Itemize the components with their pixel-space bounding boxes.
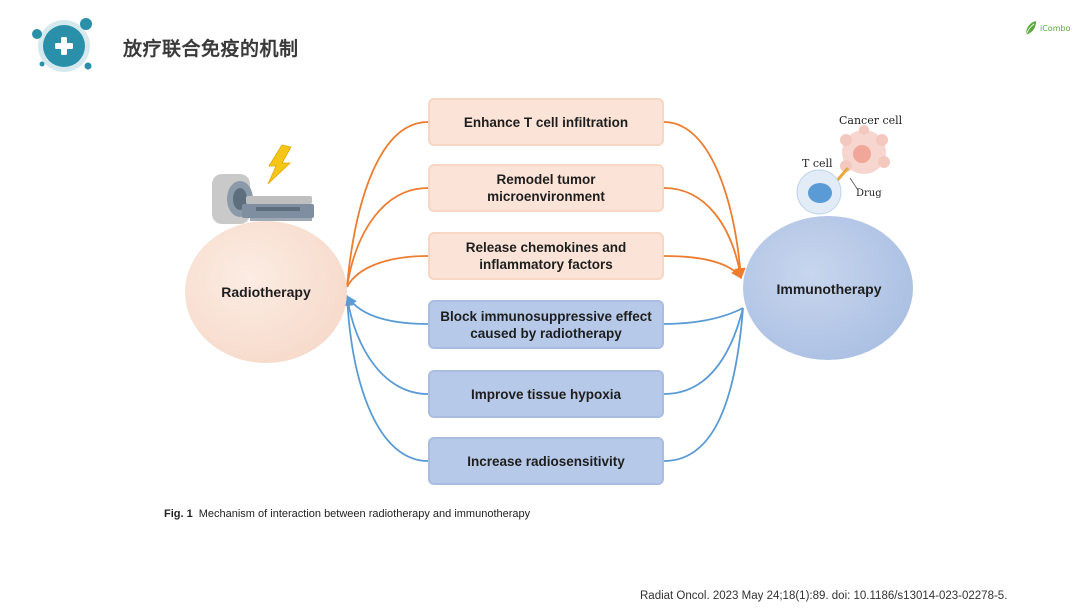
cancer-cell-label: Cancer cell bbox=[839, 114, 903, 127]
connector-right-4 bbox=[663, 307, 744, 325]
connector-left-3 bbox=[346, 255, 429, 288]
radiotherapy-circle bbox=[185, 221, 347, 363]
citation: Radiat Oncol. 2023 May 24;18(1):89. doi:… bbox=[640, 590, 1008, 602]
mechanism-box-6: Increase radiosensitivity bbox=[428, 437, 664, 485]
mechanism-box-3: Release chemokines and inflammatory fact… bbox=[428, 232, 664, 280]
immunotherapy-label: Immunotherapy bbox=[776, 281, 882, 297]
brand-logo: iCombo bbox=[1024, 18, 1070, 38]
radiotherapy-machine-icon bbox=[212, 174, 314, 224]
connector-right-3 bbox=[663, 255, 742, 279]
connector-left-2 bbox=[346, 187, 429, 288]
connector-left-6 bbox=[342, 294, 429, 462]
connector-right-1 bbox=[663, 121, 746, 280]
brand-name: iCombo bbox=[1040, 23, 1071, 33]
drug-label: Drug bbox=[856, 188, 882, 199]
connector-left-1 bbox=[346, 121, 429, 288]
mechanism-box-4: Block immunosuppressive effect caused by… bbox=[428, 300, 664, 349]
drug-pointer bbox=[849, 177, 859, 191]
figure-number: Fig. 1 bbox=[164, 508, 193, 520]
figure-caption-text: Mechanism of interaction between radioth… bbox=[198, 508, 531, 520]
immunotherapy-circle bbox=[743, 216, 913, 360]
connector-right-6 bbox=[663, 307, 744, 462]
mechanism-box-2: Remodel tumor microenvironment bbox=[428, 164, 664, 212]
mechanism-box-1: Enhance T cell infiltration bbox=[428, 98, 664, 146]
leaf-icon bbox=[1025, 21, 1036, 36]
lightning-icon bbox=[267, 144, 292, 185]
cancer-cell-icon bbox=[840, 125, 890, 174]
t-cell-icon bbox=[796, 169, 842, 215]
connector-left-5 bbox=[343, 294, 429, 395]
t-cell-label: T cell bbox=[802, 157, 833, 170]
radiotherapy-label: Radiotherapy bbox=[221, 284, 311, 300]
connector-right-2 bbox=[663, 187, 745, 280]
slide-title: 放疗联合免疫的机制 bbox=[123, 38, 299, 60]
medical-cross-icon bbox=[32, 18, 92, 72]
figure-caption: Fig. 1 Mechanism of interaction between r… bbox=[164, 508, 530, 520]
connector-left-4 bbox=[346, 295, 429, 325]
mechanism-box-5: Improve tissue hypoxia bbox=[428, 370, 664, 418]
connector-right-5 bbox=[663, 307, 744, 395]
